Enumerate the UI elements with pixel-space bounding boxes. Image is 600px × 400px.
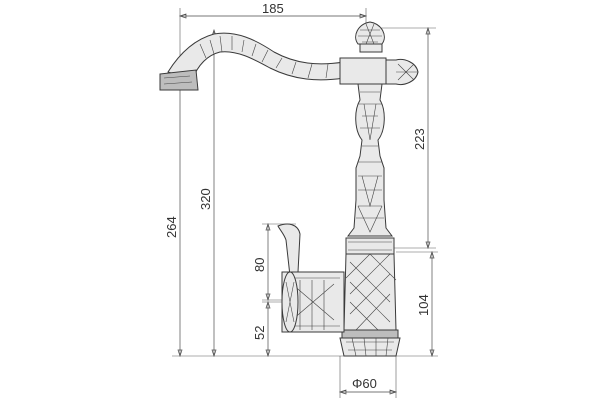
faucet-side-knob [339, 57, 419, 85]
faucet-base-body [339, 237, 401, 357]
body-height-label: 223 [412, 128, 427, 150]
faucet-column [347, 83, 393, 237]
base-diameter-label: Φ60 [352, 376, 377, 391]
faucet-spout [159, 32, 345, 91]
spout-height-label: 264 [164, 216, 179, 238]
dimension-handle-height: 80 [252, 222, 296, 302]
faucet-lever-handle [277, 223, 345, 333]
dimension-base-diameter: Φ60 [338, 356, 398, 398]
total-height-label: 320 [198, 188, 213, 210]
dimension-total-height: 320 [198, 28, 217, 358]
base-height-label: 104 [416, 294, 431, 316]
handle-height-label: 80 [252, 258, 267, 272]
lever-height-label: 52 [252, 326, 267, 340]
spout-reach-label: 185 [262, 1, 284, 16]
faucet-top-finial [355, 21, 385, 53]
dimension-body-height: 223 [380, 26, 436, 250]
dimension-spout-reach: 185 [178, 1, 368, 62]
dimension-base-height: 104 [396, 250, 438, 358]
dimension-lever-height: 52 [252, 300, 296, 358]
